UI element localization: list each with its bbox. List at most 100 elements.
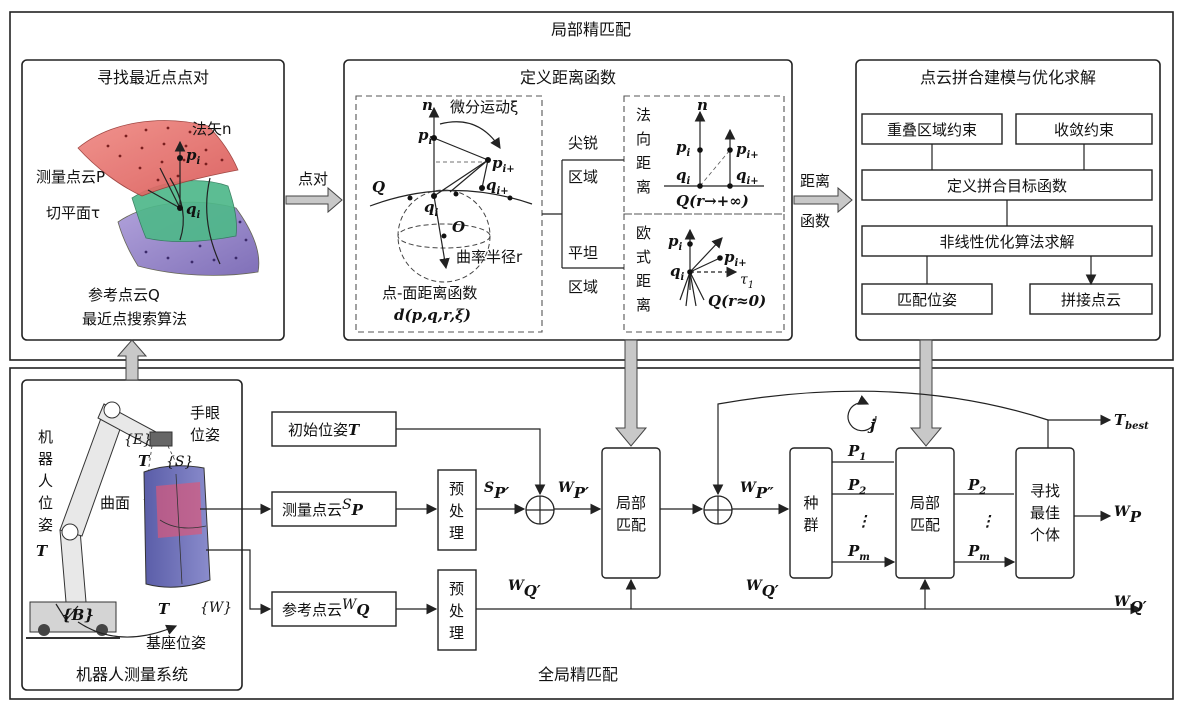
sharp-qi: qi <box>676 166 691 187</box>
svg-text:离: 离 <box>636 178 651 196</box>
qi-label-2: qi <box>424 198 439 219</box>
robot-pose-vertical-label: 机 器 人 位 姿 <box>38 428 53 534</box>
W-Q-prime-label-1: WQ′ <box>508 578 541 600</box>
init-pose-label: 初始位姿T <box>288 421 361 439</box>
robot-T-label: T <box>36 542 49 560</box>
svg-text:⋮: ⋮ <box>980 512 995 530</box>
robot-system-title: 机器人测量系统 <box>76 665 188 684</box>
preprocess-box-1 <box>437 469 477 551</box>
svg-text:式: 式 <box>636 248 651 266</box>
find-best-box <box>1015 447 1075 579</box>
flat-dashed-box <box>623 213 785 333</box>
local-match2-line1: 局部 <box>910 494 940 512</box>
sum-junction-1 <box>525 495 555 525</box>
W-frame-label: {W} <box>200 600 232 616</box>
flow-connectors: ⋮ ⋮ <box>200 390 1142 615</box>
ET-label: T <box>138 452 151 470</box>
Q-inf-label: Q(r→+∞) <box>676 192 749 210</box>
preprocess-box-2 <box>437 569 477 651</box>
flat-pi: pi <box>668 232 683 253</box>
pi-plus-label: pi+ <box>492 154 515 175</box>
euclid-distance-text: 欧 式 距 离 <box>636 224 651 314</box>
Pm-label: Pm <box>847 542 870 563</box>
tangent-plane-label: 切平面τ <box>46 204 100 222</box>
robot-arm-drawing <box>26 401 211 639</box>
pd-illustration <box>369 106 533 283</box>
stitch-label: 拼接点云 <box>1061 291 1121 309</box>
sharp-illustration <box>664 110 764 189</box>
BT-label: T <box>158 600 171 618</box>
svg-text:位: 位 <box>38 494 53 512</box>
out-Pm-label: Pm <box>967 542 990 563</box>
svg-text:姿: 姿 <box>38 516 53 534</box>
d-formula: d(p,q,r,ξ) <box>394 306 471 324</box>
flat-qi: qi <box>670 262 685 283</box>
global-refine-title: 全局精匹配 <box>538 665 618 684</box>
loop-j-label: j <box>867 416 876 434</box>
q-i-label: qi <box>186 200 201 221</box>
W-Q-prime-label-2: WQ′ <box>746 578 779 600</box>
local-match2-line2: 匹配 <box>910 516 940 534</box>
pd-func-label: 点-面距离函数 <box>382 284 477 302</box>
sharp-label-2: 区域 <box>568 168 598 186</box>
panel3-arrows <box>926 144 1091 284</box>
svg-text:向: 向 <box>636 130 651 148</box>
surface-label: 曲面 <box>100 494 130 512</box>
svg-text:欧: 欧 <box>636 224 651 242</box>
find-best-line2: 最佳 <box>1030 504 1060 522</box>
base-pose-label: 基座位姿 <box>146 634 206 652</box>
population-box <box>789 447 833 579</box>
sharp-pi-plus: pi+ <box>736 140 759 161</box>
Q-zero-label: Q(r≈0) <box>708 292 766 310</box>
panel3-title: 点云拼合建模与优化求解 <box>920 68 1096 87</box>
match-pose-label: 匹配位姿 <box>897 291 957 309</box>
arrow-down-local2 <box>909 339 943 447</box>
normal-distance-text: 法 向 距 离 <box>636 106 651 196</box>
nonlinear-label: 非线性优化算法求解 <box>939 233 1074 251</box>
sharp-dashed-box <box>623 95 785 215</box>
panel-distance-function <box>343 59 793 341</box>
ref-cloud-box <box>271 591 397 627</box>
arrow-down-local1 <box>614 339 648 447</box>
local-match1-line1: 局部 <box>616 494 646 512</box>
init-pose-box <box>271 411 397 447</box>
n-label: n <box>422 96 433 114</box>
iteration-loop-icon <box>847 395 877 432</box>
normal-label: 法矢n <box>192 120 232 138</box>
W-P-prime-label: WP′ <box>558 480 589 502</box>
branch-lines <box>542 159 624 269</box>
overlap-constraint-label: 重叠区域约束 <box>887 121 977 139</box>
measure-cloud-flow-label: 测量点云SP <box>282 497 364 519</box>
qi-plus-label: qi+ <box>486 176 509 197</box>
measure-cloud-label: 测量点云P <box>36 168 105 186</box>
O-label: O <box>452 218 465 236</box>
p-i-label: pi <box>186 146 201 167</box>
arrow-distance-function <box>793 186 853 214</box>
diff-motion-label: 微分运动ξ <box>450 98 518 116</box>
hand-eye-label-2: 位姿 <box>190 426 220 444</box>
pi-label-2: pi <box>418 126 433 147</box>
panel1-title: 寻找最近点点对 <box>97 68 209 87</box>
find-best-line1: 寻找 <box>1030 482 1060 500</box>
svg-text:距: 距 <box>636 154 651 172</box>
local-match-box-1 <box>601 447 661 579</box>
converge-constraint-label: 收敛约束 <box>1054 121 1114 139</box>
converge-constraint-box <box>1015 113 1153 145</box>
pre2-char-3: 理 <box>449 624 464 642</box>
E-frame-label: {E} <box>124 432 152 448</box>
Q-label: Q <box>372 178 385 196</box>
flat-label-1: 平坦 <box>568 244 598 262</box>
dist-func-label-2: 函数 <box>800 212 830 230</box>
tau1-label: τ1 <box>740 272 754 291</box>
svg-text:法: 法 <box>636 106 651 124</box>
svg-text:距: 距 <box>636 272 651 290</box>
local-match1-line2: 匹配 <box>616 516 646 534</box>
objective-label: 定义拼合目标函数 <box>947 177 1067 195</box>
local-match-box-2 <box>895 447 955 579</box>
local-refine-title: 局部精匹配 <box>551 20 631 39</box>
nonlinear-box <box>861 225 1153 257</box>
pre1-char-1: 预 <box>449 480 464 498</box>
svg-text:人: 人 <box>38 472 53 490</box>
pre2-char-2: 处 <box>449 602 464 620</box>
S-frame-label: {S} <box>166 454 193 470</box>
